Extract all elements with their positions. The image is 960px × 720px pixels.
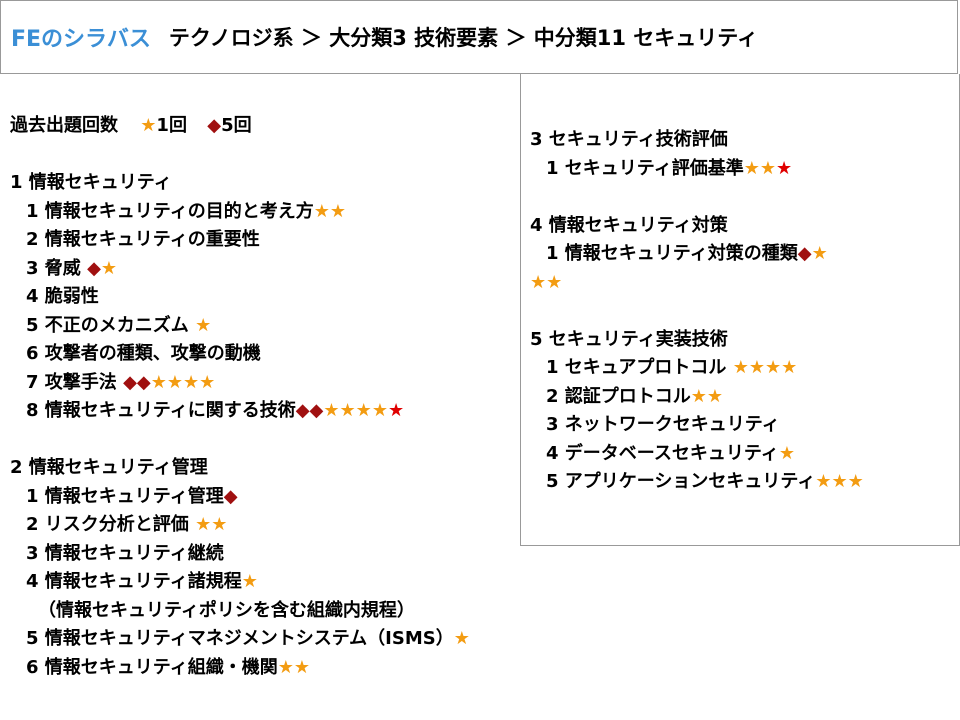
rating-marks: ★★★ — [744, 158, 792, 179]
star-marks: ★★ — [313, 200, 346, 222]
legend-diamond-count: 5回 — [221, 115, 252, 136]
list-item: 5 不正のメカニズム ★ — [10, 312, 530, 341]
list-item: 4 脆弱性 — [10, 283, 530, 312]
item-text: 5 情報セキュリティマネジメントシステム（ISMS） — [26, 628, 454, 649]
item-text: 8 情報セキュリティに関する技術 — [26, 400, 296, 421]
breadcrumb: テクノロジ系 ＞ 大分類3 技術要素 ＞ 中分類11 セキュリティ — [168, 26, 759, 50]
right-column: 3 セキュリティ技術評価 1 セキュリティ評価基準★★★ 4 情報セキュリティ対… — [530, 126, 950, 497]
star-marks: ★★ — [530, 271, 563, 293]
star-icon: ★ — [100, 257, 118, 279]
star-marks: ★ — [241, 571, 258, 592]
item-text: 6 攻撃者の種類、攻撃の動機 — [26, 343, 261, 364]
star-icon: ★★★★ — [150, 371, 216, 393]
star-marks: ★★ — [195, 514, 228, 535]
left-column: 過去出題回数 ★1回 ◆5回 1 情報セキュリティ 1 情報セキュリティの目的と… — [10, 112, 530, 682]
list-item: 3 ネットワークセキュリティ — [530, 411, 950, 440]
list-item: 6 攻撃者の種類、攻撃の動機 — [10, 340, 530, 369]
item-text: 4 脆弱性 — [26, 286, 99, 307]
list-item: 6 情報セキュリティ組織・機関★★ — [10, 654, 530, 683]
item-text: 4 データベースセキュリティ — [546, 442, 779, 464]
section-title: 4 情報セキュリティ対策 — [530, 214, 728, 236]
list-item: 1 情報セキュリティの目的と考え方★★ — [10, 198, 530, 227]
list-item: 5 情報セキュリティマネジメントシステム（ISMS）★ — [10, 625, 530, 654]
star-marks: ★ — [778, 442, 795, 464]
item-text: 3 情報セキュリティ継続 — [26, 542, 224, 564]
list-item: 5 アプリケーションセキュリティ★★★ — [530, 468, 950, 497]
list-item: 2 リスク分析と評価 ★★ — [10, 511, 530, 540]
diamond-icon: ◆ — [207, 115, 222, 136]
legend: 過去出題回数 ★1回 ◆5回 — [10, 112, 530, 141]
page-title: FEのシラバス テクノロジ系 ＞ 大分類3 技術要素 ＞ 中分類11 セキュリテ… — [0, 0, 958, 74]
rating-marks: ◆◆★★★★ — [123, 372, 215, 393]
item-text: 7 攻撃手法 — [26, 371, 124, 393]
star-icon: ★ — [140, 115, 157, 136]
diamond-icon: ◆◆ — [295, 400, 324, 421]
item-text: 5 アプリケーションセキュリティ — [546, 471, 816, 492]
item-text: 2 認証プロトコル — [546, 385, 691, 407]
star-marks: ★ — [195, 314, 212, 336]
item-text: 3 脅威 — [26, 257, 88, 279]
star-marks: ★★ — [277, 656, 310, 678]
list-item: 1 セキュリティ評価基準★★★ — [530, 155, 950, 184]
list-item: 4 データベースセキュリティ★ — [530, 440, 950, 469]
list-item: （情報セキュリティポリシを含む組織内規程） — [10, 597, 530, 626]
item-text: 1 セキュアプロトコル — [546, 357, 733, 378]
item-text: 6 情報セキュリティ組織・機関 — [26, 656, 278, 678]
star-icon: ★★★★ — [323, 400, 388, 421]
section-title: 3 セキュリティ技術評価 — [530, 129, 728, 150]
item-text: 5 不正のメカニズム — [26, 314, 196, 336]
star-marks: ★★★ — [815, 471, 864, 492]
item-text: 1 情報セキュリティ管理 — [26, 485, 224, 507]
item-text: （情報セキュリティポリシを含む組織内規程） — [38, 599, 415, 621]
list-item: 4 情報セキュリティ諸規程★ — [10, 568, 530, 597]
item-text: 2 リスク分析と評価 — [26, 514, 196, 535]
legend-star-count: 1回 — [156, 115, 187, 136]
diamond-icon: ◆◆ — [123, 371, 151, 393]
section-title: 1 情報セキュリティ — [10, 172, 172, 193]
list-item: 8 情報セキュリティに関する技術◆◆★★★★★ — [10, 397, 530, 426]
brand-title: FEのシラバス — [11, 27, 151, 52]
rating-marks: ◆◆★★★★★ — [296, 400, 404, 421]
star-icon: ★ — [811, 243, 828, 264]
list-item: 1 セキュアプロトコル ★★★★ — [530, 354, 950, 383]
list-item: 1 情報セキュリティ対策の種類◆★ — [530, 240, 950, 269]
star-marks: ★★ — [690, 385, 724, 407]
list-item: 7 攻撃手法 ◆◆★★★★ — [10, 369, 530, 398]
red-star-icon: ★ — [776, 157, 793, 179]
item-text: 1 情報セキュリティの目的と考え方 — [26, 200, 314, 222]
list-item: 2 認証プロトコル★★ — [530, 383, 950, 412]
rating-marks: ◆★ — [798, 243, 828, 264]
list-item: 3 情報セキュリティ継続 — [10, 540, 530, 569]
item-text: 1 セキュリティ評価基準 — [546, 157, 744, 179]
list-item-continuation: ★★ — [530, 269, 950, 298]
legend-label: 過去出題回数 — [10, 115, 118, 136]
list-item: 2 情報セキュリティの重要性 — [10, 226, 530, 255]
star-marks: ★★★★ — [732, 357, 798, 378]
star-marks: ★ — [453, 628, 470, 649]
section-title: 2 情報セキュリティ管理 — [10, 457, 208, 478]
item-text: 4 情報セキュリティ諸規程 — [26, 571, 242, 592]
section-title: 5 セキュリティ実装技術 — [530, 328, 728, 350]
list-item: 1 情報セキュリティ管理◆ — [10, 483, 530, 512]
item-text: 1 情報セキュリティ対策の種類 — [546, 243, 798, 264]
item-text: 2 情報セキュリティの重要性 — [26, 229, 260, 250]
diamond-marks: ◆ — [223, 485, 238, 507]
star-icon: ★★ — [743, 157, 776, 179]
diamond-icon: ◆ — [797, 243, 812, 264]
rating-marks: ◆★ — [87, 258, 117, 279]
list-item: 3 脅威 ◆★ — [10, 255, 530, 284]
red-star-icon: ★ — [387, 400, 405, 421]
diamond-icon: ◆ — [87, 257, 101, 279]
item-text: 3 ネットワークセキュリティ — [546, 414, 780, 435]
